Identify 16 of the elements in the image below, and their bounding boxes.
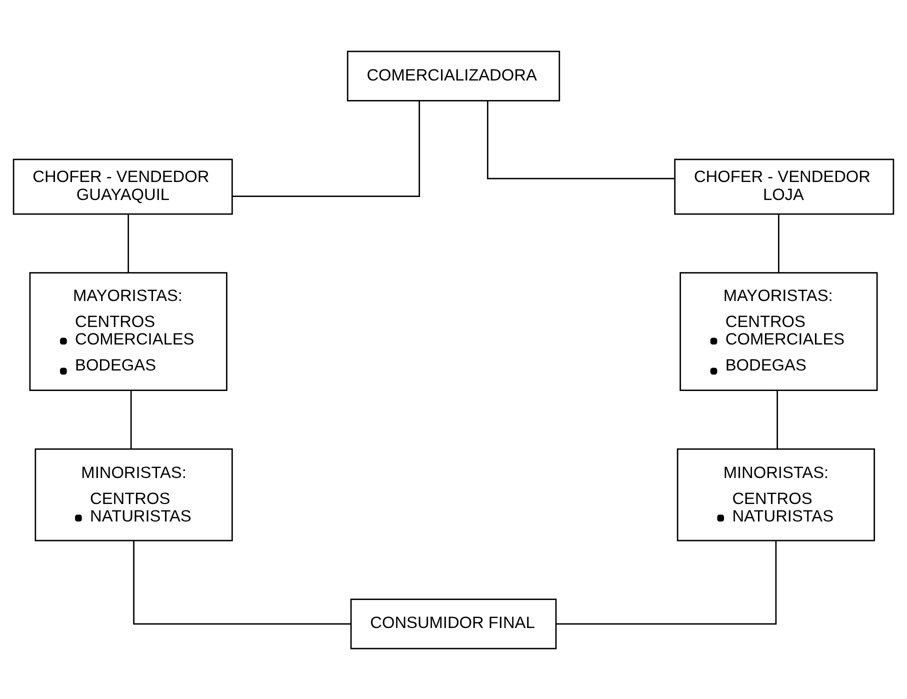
- connector: [232, 100, 420, 196]
- node-box: CHOFER - VENDEDOR GUAYAQUIL: [12, 158, 233, 214]
- node-box: MINORISTAS: CENTROS NATURISTAS: [34, 448, 233, 541]
- connector: [776, 390, 778, 448]
- connector: [778, 214, 780, 272]
- connector: [486, 100, 675, 179]
- node-box: MINORISTAS: CENTROS NATURISTAS: [676, 448, 875, 541]
- connector: [133, 540, 352, 624]
- node-box: CHOFER - VENDEDOR LOJA: [674, 158, 894, 214]
- node-box: COMERCIALIZADORA: [346, 50, 560, 101]
- node-box: MAYORISTAS: CENTROS COMERCIALES BODEGAS: [680, 272, 878, 390]
- connector: [128, 214, 129, 272]
- node-box: CONSUMIDOR FINAL: [350, 598, 557, 649]
- connector: [130, 390, 132, 448]
- connector: [556, 540, 777, 624]
- node-box: MAYORISTAS: CENTROS COMERCIALES BODEGAS: [29, 272, 228, 390]
